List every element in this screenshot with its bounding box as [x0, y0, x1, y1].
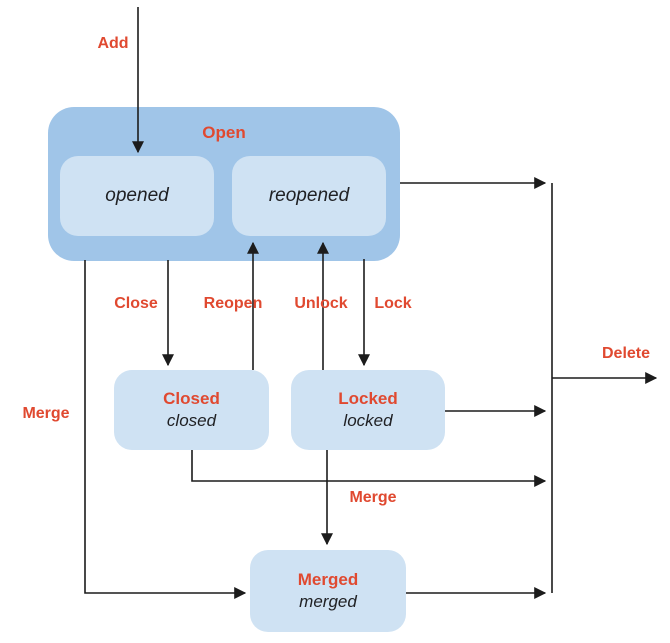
reopen-transition-label: Reopen — [203, 295, 263, 312]
add-transition-label: Add — [97, 35, 129, 52]
reopened-state-node: reopened — [232, 156, 386, 236]
closed-state-node: Closed closed — [114, 370, 269, 450]
unlock-transition-label: Unlock — [294, 295, 348, 312]
merge-bottom-transition-label: Merge — [349, 489, 397, 506]
merged-state-value: merged — [299, 592, 357, 611]
open-group-title: Open — [202, 123, 246, 142]
merged-state-title: Merged — [297, 570, 359, 590]
closed-to-delete-bus-arrow — [191, 450, 547, 487]
locked-state-node: Locked locked — [291, 370, 445, 450]
delete-transition-label: Delete — [601, 345, 651, 362]
locked-state-title: Locked — [338, 389, 398, 409]
opened-state-node: opened — [60, 156, 214, 236]
close-transition-label: Close — [114, 295, 158, 312]
merged-state-node: Merged merged — [250, 550, 406, 632]
closed-state-value: closed — [166, 411, 217, 430]
merge-left-transition-label: Merge — [22, 405, 70, 422]
lock-transition-label: Lock — [374, 295, 412, 312]
closed-state-title: Closed — [163, 389, 220, 409]
locked-state-value: locked — [343, 411, 393, 430]
